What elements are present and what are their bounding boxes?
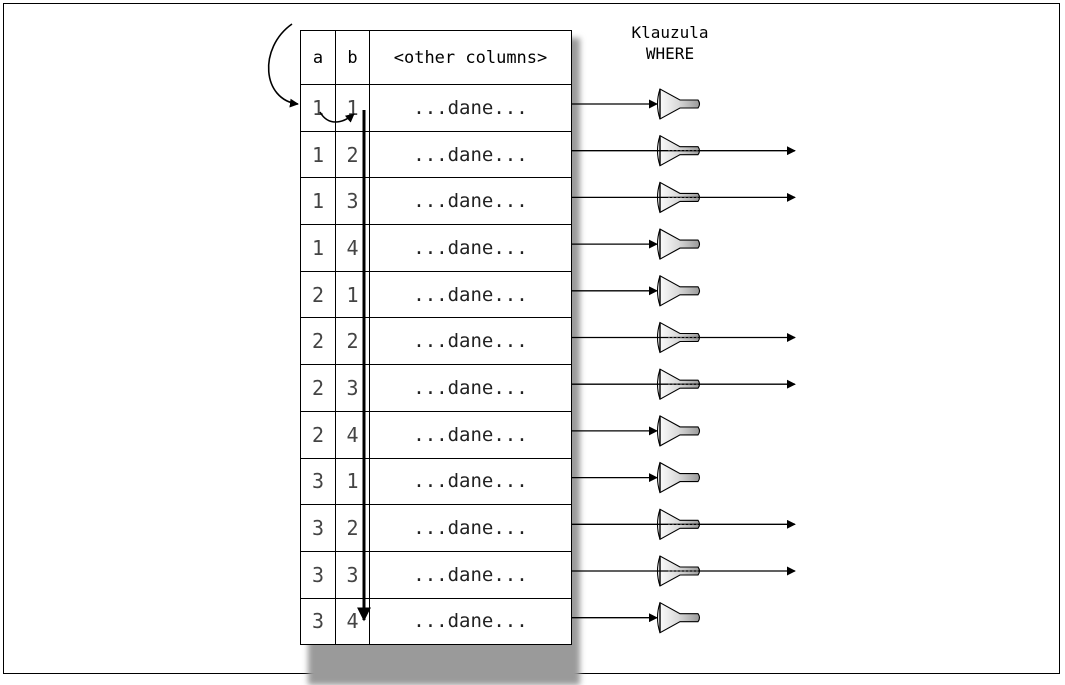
cell-b: 1 — [335, 458, 369, 505]
title-line-1: Klauzula — [631, 23, 709, 42]
cell-a: 2 — [311, 282, 325, 307]
table-row: 1 4 ...dane... — [301, 224, 571, 271]
cell-data: ...dane... — [369, 458, 571, 505]
row-pass-arrow — [572, 508, 796, 541]
table-row: 2 4 ...dane... — [301, 410, 571, 458]
cell-a: 3 — [311, 609, 325, 634]
cell-data: ...dane... — [369, 225, 571, 271]
where-clause-title: Klauzula WHERE — [605, 22, 735, 64]
cell-data: ...dane... — [369, 551, 571, 598]
cell-a: 3 — [311, 516, 325, 541]
cell-b: 2 — [335, 318, 369, 365]
table-header-row: a b <other columns> — [301, 31, 571, 84]
cell-b: 1 — [335, 271, 369, 318]
row-filtered-arrow — [572, 228, 701, 260]
row-filtered-arrow — [572, 461, 701, 494]
cell-a: 3 — [311, 469, 325, 494]
table-row: 1 2 ...dane... — [301, 130, 571, 178]
cell-b: 3 — [335, 178, 369, 225]
cell-b: 3 — [335, 551, 369, 598]
header-b: b — [335, 31, 369, 84]
cell-b: 4 — [335, 411, 369, 458]
cell-data: ...dane... — [369, 271, 571, 318]
cell-a: 1 — [311, 189, 325, 214]
cell-data: ...dane... — [369, 365, 571, 411]
table-row: 2 2 ...dane... — [301, 317, 571, 365]
funnel-icon — [656, 88, 701, 120]
cell-a: 3 — [311, 562, 325, 587]
row-pass-arrow — [572, 321, 796, 354]
table-row: 2 3 ...dane... — [301, 364, 571, 411]
cell-a: 2 — [311, 329, 325, 354]
funnel-icon — [656, 601, 701, 634]
cell-b: 2 — [335, 131, 369, 178]
cell-data: ...dane... — [369, 178, 571, 225]
row-filtered-arrow — [572, 415, 701, 447]
cell-b: 3 — [335, 365, 369, 411]
table-row: 3 4 ...dane... — [301, 597, 571, 645]
cell-b: 4 — [335, 598, 369, 645]
cell-data: ...dane... — [369, 598, 571, 645]
header-a: a — [312, 47, 324, 68]
table-row: 3 1 ...dane... — [301, 457, 571, 505]
cell-data: ...dane... — [369, 411, 571, 458]
row-filtered-arrow — [572, 274, 701, 307]
funnel-icon — [656, 415, 701, 447]
row-pass-arrow — [572, 181, 796, 214]
table-row: 3 2 ...dane... — [301, 504, 571, 551]
row-pass-arrow — [572, 555, 796, 587]
table-row: 1 3 ...dane... — [301, 177, 571, 225]
row-pass-arrow — [572, 134, 796, 167]
row-filtered-arrow — [572, 88, 701, 120]
cell-b: 4 — [335, 225, 369, 271]
cell-data: ...dane... — [369, 131, 571, 178]
funnel-icon — [656, 461, 701, 494]
cell-data: ...dane... — [369, 318, 571, 365]
cell-b: 2 — [335, 505, 369, 551]
a-to-b-arrow — [319, 111, 355, 123]
index-table: a b <other columns> 1 1 ...dane... 1 2 .… — [300, 30, 572, 646]
row-filter-arrows — [572, 88, 796, 634]
row-pass-arrow — [572, 368, 796, 401]
cell-a: 2 — [311, 375, 325, 400]
funnel-icon — [656, 274, 701, 307]
cell-data: ...dane... — [369, 85, 571, 131]
cell-data: ...dane... — [369, 505, 571, 551]
table-row: 2 1 ...dane... — [301, 270, 571, 318]
table-row: 3 3 ...dane... — [301, 550, 571, 598]
cell-a: 1 — [311, 235, 325, 260]
row-filtered-arrow — [572, 601, 701, 634]
funnel-icon — [656, 228, 701, 260]
entry-arrow — [267, 23, 299, 108]
cell-a: 2 — [311, 422, 325, 447]
title-line-2: WHERE — [645, 44, 695, 63]
cell-a: 1 — [311, 142, 325, 167]
header-other-columns: <other columns> — [369, 31, 571, 84]
